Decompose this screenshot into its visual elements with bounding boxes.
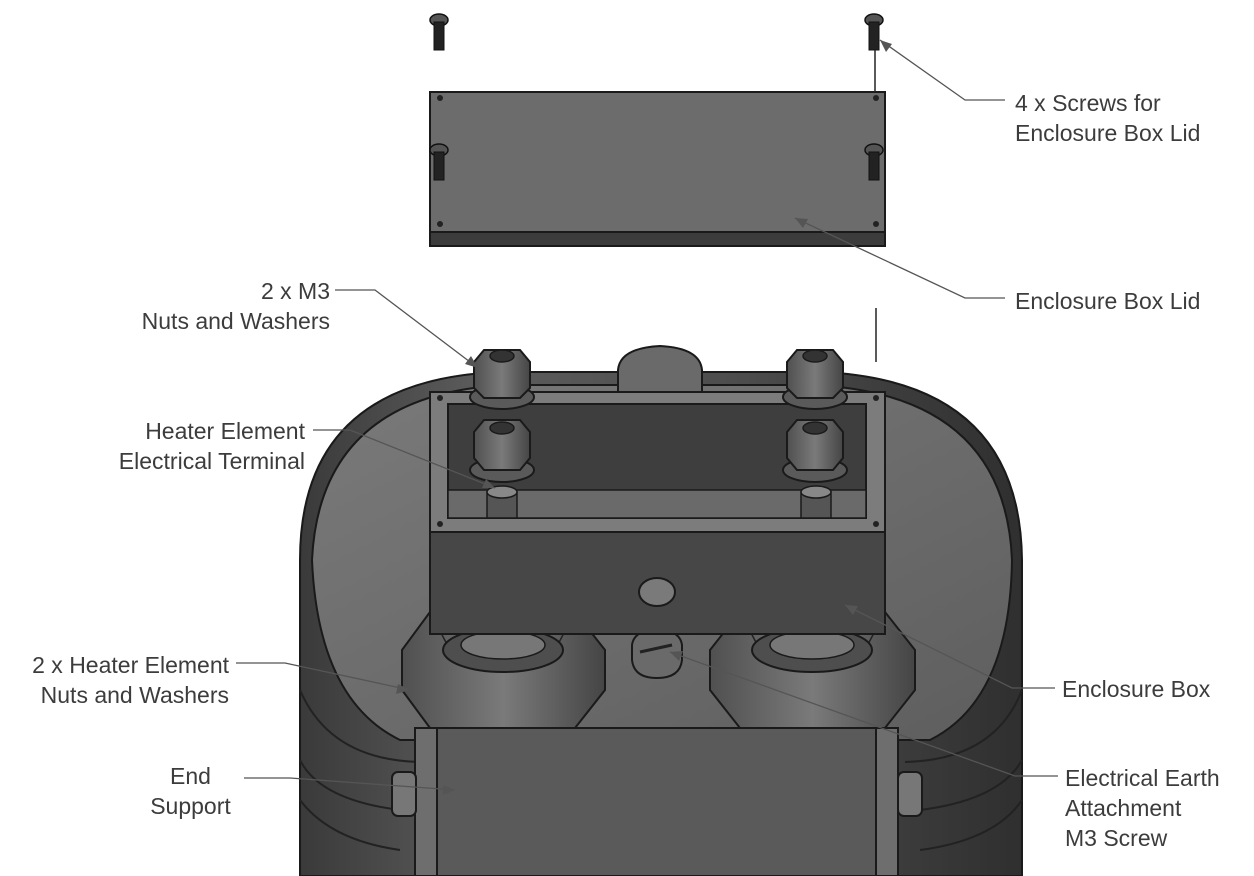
label-earth-screw: Electrical Earth Attachment M3 Screw xyxy=(1065,763,1220,853)
lid-screw-lower-right xyxy=(864,143,884,181)
leader-earth xyxy=(669,651,1058,777)
label-heater-nuts-washers: 2 x Heater Element Nuts and Washers xyxy=(4,650,229,710)
label-end-support-line-1: End xyxy=(170,763,211,789)
label-earth-line-1: Electrical Earth xyxy=(1065,765,1220,791)
leader-lid xyxy=(794,217,1005,299)
m3-nut-lower-left xyxy=(469,419,535,483)
label-lid-line-1: Enclosure Box Lid xyxy=(1015,288,1201,314)
leader-lines xyxy=(236,39,1058,791)
m3-nut-top-right xyxy=(782,349,848,410)
label-box-line-1: Enclosure Box xyxy=(1062,676,1211,702)
label-end-support-line-2: Support xyxy=(150,793,231,819)
leader-heater-nuts xyxy=(236,662,411,691)
leader-m3-nuts xyxy=(335,289,479,369)
label-enclosure-box: Enclosure Box xyxy=(1062,674,1210,704)
m3-nut-lower-right xyxy=(782,419,848,483)
label-heater-nuts-line-2: Nuts and Washers xyxy=(40,682,229,708)
label-screws-line-1: 4 x Screws for xyxy=(1015,90,1161,116)
cap-boss xyxy=(617,344,703,393)
label-enclosure-box-lid: Enclosure Box Lid xyxy=(1015,286,1200,316)
leader-box xyxy=(844,604,1055,689)
leader-arrowheads xyxy=(396,40,892,795)
label-screws-line-2: Enclosure Box Lid xyxy=(1015,120,1201,146)
leader-end-support xyxy=(244,777,456,791)
heater-element-nut-left xyxy=(401,611,606,729)
label-terminal-line-1: Heater Element xyxy=(145,418,305,444)
leader-screws-lid xyxy=(879,39,1005,101)
label-m3-line-2: Nuts and Washers xyxy=(141,308,330,334)
lid-screw-lower-left xyxy=(429,143,449,181)
label-m3-nuts-washers: 2 x M3 Nuts and Washers xyxy=(80,276,330,336)
lid-screw-top-left xyxy=(429,13,449,51)
label-earth-line-3: M3 Screw xyxy=(1065,825,1168,851)
lid-screw-top-right xyxy=(864,13,884,51)
label-terminal-line-2: Electrical Terminal xyxy=(118,448,305,474)
label-m3-line-1: 2 x M3 xyxy=(260,278,330,304)
heater-element-nut-right xyxy=(709,611,916,729)
lid-screws xyxy=(429,13,884,362)
terminal-stud-right xyxy=(800,485,832,519)
end-support xyxy=(391,727,923,876)
m3-nut-top-left xyxy=(469,349,535,410)
label-end-support: End Support xyxy=(138,761,243,821)
enclosure-box-lid xyxy=(429,91,886,247)
label-screws-for-lid: 4 x Screws for Enclosure Box Lid xyxy=(1015,88,1200,148)
label-heater-nuts-line-1: 2 x Heater Element xyxy=(32,652,229,678)
label-earth-line-2: Attachment xyxy=(1065,795,1182,821)
label-heater-terminal: Heater Element Electrical Terminal xyxy=(60,416,305,476)
terminal-stud-left xyxy=(486,485,518,519)
leader-terminal xyxy=(313,429,496,489)
